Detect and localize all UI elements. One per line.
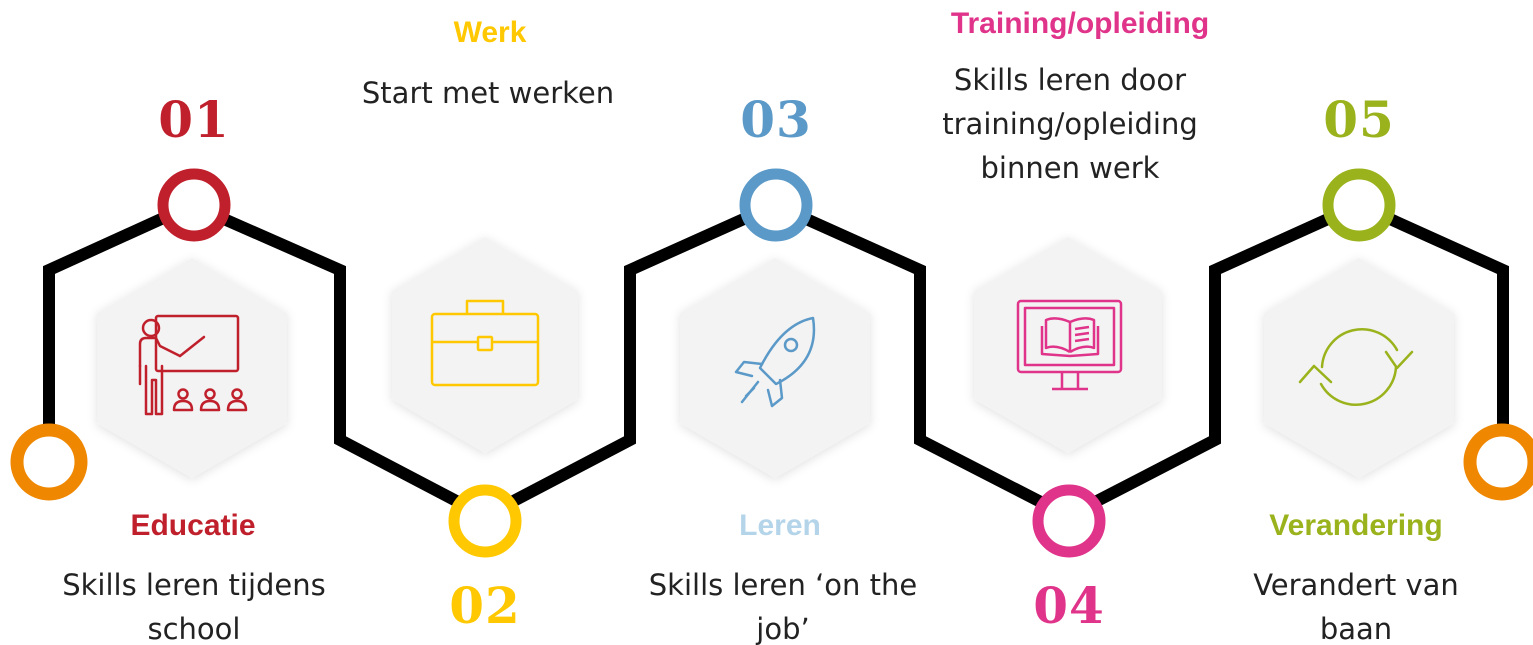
node-step-4 — [1032, 484, 1106, 558]
hexagon-step-3 — [680, 258, 870, 478]
step-number-2: 02 — [449, 576, 521, 635]
teacher-classroom-icon — [138, 314, 248, 416]
monitor-book-icon — [1016, 299, 1123, 391]
step-title-5: Verandering — [1269, 509, 1443, 542]
hexagon-step-2 — [392, 237, 578, 453]
step-number-5: 05 — [1323, 90, 1395, 149]
step-title-1: Educatie — [130, 509, 256, 542]
step-description-5: Verandert van baan — [1253, 568, 1459, 645]
step-number-4: 04 — [1033, 576, 1105, 635]
node-step-5 — [1322, 168, 1396, 242]
refresh-arrows-icon — [1298, 328, 1414, 406]
timeline-end-node — [1463, 423, 1533, 501]
hexagon-step-4 — [974, 237, 1162, 453]
step-number-3: 03 — [740, 90, 812, 149]
step-description-3: Skills leren ‘on the job’ — [648, 568, 918, 645]
rocket-icon — [734, 316, 816, 408]
node-step-3 — [739, 168, 813, 242]
step-description-1: Skills leren tijdens school — [62, 568, 326, 645]
step-title-2: Werk — [453, 16, 527, 49]
node-step-1 — [157, 168, 231, 242]
hexagon-step-1 — [97, 258, 287, 478]
timeline-start-node — [10, 423, 88, 501]
node-step-2 — [448, 484, 522, 558]
hexagon-step-5 — [1264, 258, 1454, 478]
step-description-2: Start met werken — [361, 76, 615, 110]
step-description-4: Skills leren door training/opleiding bin… — [942, 63, 1198, 185]
step-number-1: 01 — [158, 90, 230, 149]
briefcase-icon — [430, 299, 540, 387]
step-title-3: Leren — [739, 509, 821, 542]
step-title-4: Training/opleiding — [950, 7, 1210, 40]
